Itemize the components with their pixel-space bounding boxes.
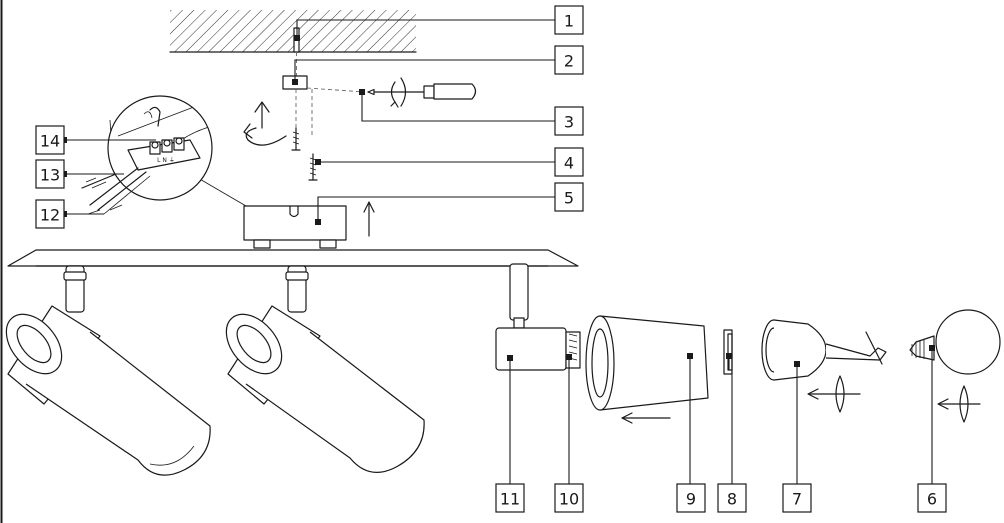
screw-icon (291, 127, 318, 181)
callout-box (35, 199, 65, 229)
callout-number: 2 (564, 52, 574, 71)
callout-anchor-dot (294, 35, 300, 41)
callout-box (554, 45, 584, 75)
mounting-bracket (282, 75, 366, 138)
callout-3: 3 (359, 89, 584, 136)
callout-1: 1 (294, 5, 584, 41)
callout-anchor-dot (929, 345, 935, 351)
callout-number: 5 (564, 189, 574, 208)
callout-anchor-dot (687, 353, 693, 359)
callout-box (917, 483, 947, 513)
callout-number: 14 (40, 132, 60, 151)
up-arrow-icon (363, 201, 375, 237)
callout-box (554, 182, 584, 212)
callout-number: 11 (500, 490, 520, 509)
callout-box (35, 159, 65, 189)
callout-anchor-dot (359, 89, 365, 95)
callout-2: 2 (292, 45, 584, 85)
callout-12: 12 (35, 199, 104, 229)
callout-number: 10 (559, 490, 579, 509)
callout-box (554, 483, 584, 513)
callout-number: 9 (686, 490, 696, 509)
callout-number: 1 (564, 12, 574, 31)
callout-anchor-dot (315, 219, 321, 225)
callout-anchor-dot (566, 354, 572, 360)
rotate-socket-icon (807, 375, 861, 413)
callout-6: 6 (917, 345, 947, 513)
callout-box (554, 147, 584, 177)
callout-box (676, 483, 706, 513)
socket (761, 319, 887, 381)
wires (81, 167, 151, 215)
callout-anchor-dot (292, 79, 298, 85)
callout-number: 13 (40, 166, 60, 185)
callout-anchor-dot (315, 159, 321, 165)
left-arrow-icon (621, 412, 671, 424)
bulb (909, 309, 1001, 375)
callout-leader-line (296, 19, 555, 38)
spotlight-arm (509, 263, 529, 329)
terminal-markings: L N ⏚ (157, 157, 175, 164)
callout-leader-line (294, 59, 555, 82)
callout-number: 3 (564, 113, 574, 132)
callout-11: 11 (495, 355, 525, 513)
callout-9: 9 (676, 353, 706, 513)
callout-8: 8 (717, 353, 747, 513)
callout-number: 12 (40, 206, 60, 225)
shade (585, 315, 709, 411)
callout-number: 4 (564, 154, 574, 173)
callout-number: 7 (792, 490, 802, 509)
callout-5: 5 (315, 182, 584, 225)
callout-box (554, 106, 584, 136)
light-bar (7, 249, 579, 267)
callout-box (495, 483, 525, 513)
callout-anchor-dot (794, 361, 800, 367)
callout-box (35, 125, 65, 155)
callout-13: 13 (35, 159, 124, 189)
callout-leader-line (317, 196, 555, 222)
callout-7: 7 (782, 361, 812, 513)
ceiling (169, 10, 417, 53)
rotate-arrow-icon (243, 101, 287, 146)
rotate-bulb-icon (937, 385, 981, 423)
callout-leader-line (361, 92, 555, 122)
callout-box (782, 483, 812, 513)
spotlight-1 (5, 265, 211, 476)
callout-10: 10 (554, 354, 584, 513)
callout-leader-line (728, 356, 733, 484)
screwdriver-icon (367, 77, 477, 108)
callout-number: 8 (727, 490, 737, 509)
callout-number: 6 (927, 490, 937, 509)
callout-anchor-dot (507, 355, 513, 361)
callout-4: 4 (315, 147, 584, 177)
lamp-holder (495, 327, 581, 371)
callout-box (554, 5, 584, 35)
spotlight-2 (225, 265, 425, 473)
callout-box (717, 483, 747, 513)
ring (723, 329, 733, 375)
callout-anchor-dot (726, 353, 732, 359)
callout-14: 14 (35, 125, 156, 155)
terminal-detail-magnifier: L N ⏚ (107, 95, 247, 207)
canopy (243, 205, 347, 249)
